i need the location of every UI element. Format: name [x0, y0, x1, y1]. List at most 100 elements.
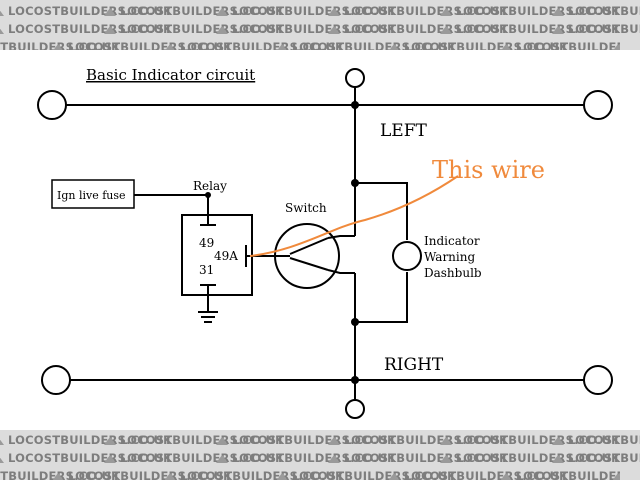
watermark-text: LOCOSTBUILDERS.CO.UK [276, 38, 456, 50]
watermark-text: LOCOSTBUILDERS.CO.UK [440, 20, 620, 38]
watermark-text: LOCOSTBUILDERS.CO.UK [216, 449, 396, 467]
annotation-highlight-wire [249, 175, 459, 257]
watermark-text: LOCOSTBUILDERS.CO.UK [104, 20, 284, 38]
car-icon [216, 8, 228, 16]
switch-contact-lower [289, 257, 329, 271]
watermark-row: LOCOSTBUILDERS.CO.UKLOCOSTBUILDERS.CO.UK… [0, 467, 620, 480]
car-icon [164, 44, 176, 50]
diagram-title: Basic Indicator circuit [86, 66, 255, 84]
watermark-text: LOCOSTBUILDERS.CO.UK [0, 2, 172, 20]
watermark-text: LOCOSTBUILDERS.CO.UK [552, 431, 640, 449]
watermark-text: LOCOSTBUILDERS.CO.UK [500, 38, 620, 50]
relay-pin-49a-label: 49A [214, 249, 238, 263]
watermark-text: LOCOSTBUILDERS.CO.UK [104, 449, 284, 467]
junction-dot [351, 318, 359, 326]
watermark-text: LOCOSTBUILDERS.CO.UK [440, 449, 620, 467]
watermark-text: LOCOSTBUILDERS.CO.UK [388, 38, 568, 50]
car-icon [0, 455, 4, 463]
watermark-band-top: LOCOSTBUILDERS.CO.UKLOCOSTBUILDERS.CO.UK… [0, 0, 640, 50]
car-icon [216, 26, 228, 34]
car-icon [276, 473, 288, 480]
car-icon [552, 455, 564, 463]
left-repeater-terminal [345, 68, 365, 88]
watermark-band-bottom: LOCOSTBUILDERS.CO.UKLOCOSTBUILDERS.CO.UK… [0, 430, 640, 480]
car-icon [440, 455, 452, 463]
warning-dashbulb [392, 241, 422, 271]
car-icon [500, 44, 512, 50]
watermark-row: LOCOSTBUILDERS.CO.UKLOCOSTBUILDERS.CO.UK… [0, 431, 640, 449]
bulb-label-line3: Dashbulb [424, 266, 482, 280]
left-front-terminal [37, 90, 67, 120]
bulb-wire-bottom [355, 272, 408, 323]
junction-dot [351, 101, 359, 109]
watermark-text: LOCOSTBUILDERS.CO.UK [216, 2, 396, 20]
watermark-text: LOCOSTBUILDERS.CO.UK [0, 469, 121, 480]
car-icon [440, 437, 452, 445]
watermark-text: LOCOSTBUILDERS.CO.UK [552, 449, 640, 467]
car-icon [612, 44, 620, 50]
watermark-text: LOCOSTBUILDERS.CO.UK [52, 467, 232, 480]
car-icon [500, 473, 512, 480]
car-icon [552, 26, 564, 34]
car-icon [164, 473, 176, 480]
annotation-text: This wire [432, 156, 545, 184]
car-icon [440, 26, 452, 34]
car-icon [104, 8, 116, 16]
car-icon [104, 455, 116, 463]
watermark-text: LOCOSTBUILDERS.CO.UK [216, 431, 396, 449]
left-label: LEFT [380, 121, 427, 141]
left-rear-terminal [583, 90, 613, 120]
watermark-row: LOCOSTBUILDERS.CO.UKLOCOSTBUILDERS.CO.UK… [0, 2, 640, 20]
watermark-text: LOCOSTBUILDERS.CO.UK [0, 431, 172, 449]
switch-left-output [327, 235, 355, 239]
relay-pin-49-label: 49 [199, 236, 214, 250]
car-icon [104, 26, 116, 34]
fuse-box [51, 179, 135, 209]
watermark-row: LOCOSTBUILDERS.CO.UKLOCOSTBUILDERS.CO.UK… [0, 449, 640, 467]
watermark-row: LOCOSTBUILDERS.CO.UKLOCOSTBUILDERS.CO.UK… [0, 38, 620, 50]
junction-dot [351, 179, 359, 187]
watermark-row: LOCOSTBUILDERS.CO.UKLOCOSTBUILDERS.CO.UK… [0, 20, 640, 38]
car-icon [440, 8, 452, 16]
switch-label: Switch [285, 201, 327, 215]
watermark-text: LOCOSTBUILDERS.CO.UK [440, 431, 620, 449]
relay-pin-31-label: 31 [199, 263, 214, 277]
watermark-text: LOCOSTBUILDERS.CO.UK [612, 38, 620, 50]
watermark-text: LOCOSTBUILDERS.CO.UK [0, 449, 172, 467]
watermark-text: LOCOSTBUILDERS.CO.UK [328, 431, 508, 449]
car-icon [104, 437, 116, 445]
watermark-text: LOCOSTBUILDERS.CO.UK [52, 38, 232, 50]
car-icon [0, 8, 4, 16]
watermark-text: LOCOSTBUILDERS.CO.UK [276, 467, 456, 480]
watermark-text: LOCOSTBUILDERS.CO.UK [612, 467, 620, 480]
fuse-label: Ign live fuse [57, 189, 126, 202]
car-icon [52, 44, 64, 50]
relay-label: Relay [193, 179, 227, 193]
switch-contact-upper [289, 237, 329, 255]
bulb-label-line1: Indicator [424, 234, 480, 248]
right-label: RIGHT [384, 355, 444, 375]
watermark-text: LOCOSTBUILDERS.CO.UK [388, 467, 568, 480]
car-icon [552, 437, 564, 445]
car-icon [328, 455, 340, 463]
car-icon [328, 26, 340, 34]
watermark-text: LOCOSTBUILDERS.CO.UK [0, 40, 121, 50]
car-icon [216, 455, 228, 463]
right-front-terminal [41, 365, 71, 395]
right-rear-terminal [583, 365, 613, 395]
watermark-text: LOCOSTBUILDERS.CO.UK [0, 20, 172, 38]
car-icon [552, 8, 564, 16]
watermark-text: LOCOSTBUILDERS.CO.UK [328, 2, 508, 20]
watermark-text: LOCOSTBUILDERS.CO.UK [440, 2, 620, 20]
watermark-text: LOCOSTBUILDERS.CO.UK [164, 467, 344, 480]
junction-dot [351, 376, 359, 384]
car-icon [52, 473, 64, 480]
car-icon [0, 26, 4, 34]
car-icon [0, 437, 4, 445]
car-icon [388, 44, 400, 50]
bulb-label-line2: Warning [424, 250, 475, 264]
watermark-text: LOCOSTBUILDERS.CO.UK [164, 38, 344, 50]
car-icon [328, 8, 340, 16]
switch-right-output [327, 269, 355, 274]
right-repeater-terminal [345, 399, 365, 419]
